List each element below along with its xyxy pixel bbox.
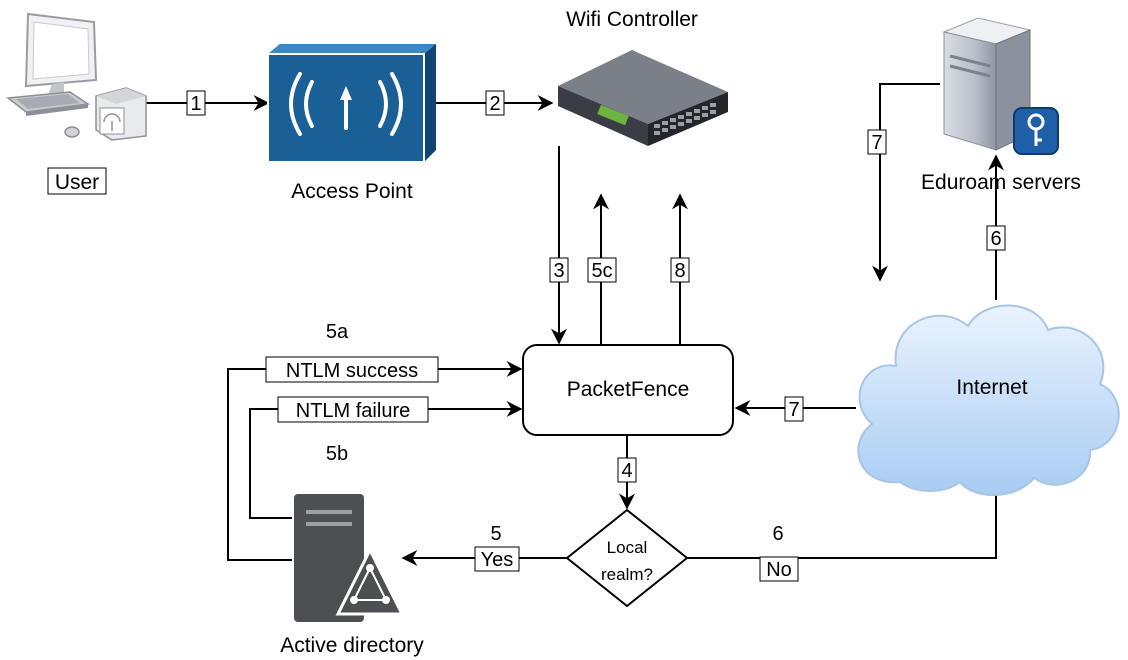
server-tower-key-icon xyxy=(942,17,1059,155)
server-directory-icon xyxy=(294,494,405,622)
edge-label-5c: 5c xyxy=(591,260,612,282)
decision-diamond xyxy=(565,508,689,608)
node-labels: User Access Point Wifi Controller Eduroa… xyxy=(47,8,1081,657)
edge-label-5a: 5a xyxy=(326,321,349,343)
node-label-access-point: Access Point xyxy=(291,180,413,203)
edge-label-yes: Yes xyxy=(481,549,514,571)
edge-label-7-eduroam: 7 xyxy=(871,132,882,154)
edge-label-1: 1 xyxy=(190,93,201,115)
edge-labels: 1 2 3 5c 8 7 6 7 4 5 Yes 6 No 5a NTLM su… xyxy=(186,90,1006,582)
edge-label-ntlm-success: NTLM success xyxy=(286,360,418,382)
edge-label-8: 8 xyxy=(674,260,685,282)
node-label-active-directory: Active directory xyxy=(280,634,424,657)
edge-label-5b: 5b xyxy=(326,443,348,465)
edge-label-7-internet: 7 xyxy=(788,399,799,421)
wireless-access-point-icon xyxy=(267,44,436,163)
edge-label-3: 3 xyxy=(553,260,564,282)
edge-label-no: No xyxy=(766,559,792,581)
decision-label-line2: realm? xyxy=(601,565,653,584)
edge-label-2: 2 xyxy=(489,93,500,115)
edge-eduroam-to-internet-7 xyxy=(872,83,940,282)
edge-label-6-eduroam: 6 xyxy=(990,228,1001,250)
node-label-user: User xyxy=(55,171,99,194)
edge-decision-no-to-internet xyxy=(687,478,1004,559)
edge-label-5: 5 xyxy=(490,523,501,545)
cloud-icon xyxy=(857,304,1120,496)
node-label-eduroam: Eduroam servers xyxy=(921,171,1081,194)
decision-label-line1: Local xyxy=(607,538,648,557)
edge-label-6-decision: 6 xyxy=(772,523,783,545)
edge-label-4: 4 xyxy=(621,460,632,482)
node-label-internet: Internet xyxy=(956,376,1027,399)
packetfence-node xyxy=(522,344,734,436)
edge-ad-ntlm-failure xyxy=(249,401,523,519)
node-label-wifi-controller: Wifi Controller xyxy=(566,8,698,31)
node-label-packetfence: PacketFence xyxy=(567,378,690,401)
edge-label-ntlm-failure: NTLM failure xyxy=(296,400,410,422)
network-switch-icon xyxy=(558,50,728,146)
desktop-computer-icon xyxy=(6,12,147,141)
